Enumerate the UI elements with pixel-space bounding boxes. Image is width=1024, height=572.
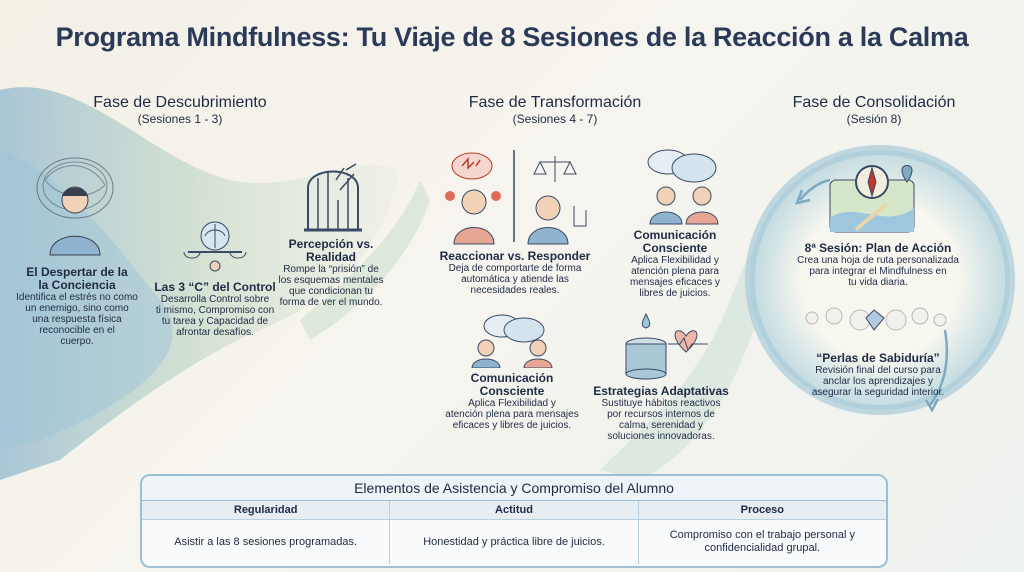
pearls-icon — [805, 307, 947, 331]
conversation-icon — [647, 149, 719, 225]
phase-consolidation-header: Fase de Consolidación (Sesión 8) — [774, 94, 974, 126]
card-text: atención plena para mensajes — [445, 409, 579, 420]
card-text: libres de juicios. — [639, 288, 711, 299]
table-title: Elementos de Asistencia y Compromiso del… — [142, 476, 886, 501]
card-text: ti mismo, Compromiso con — [155, 305, 275, 316]
card-title: 8ª Sesión: Plan de Acción — [804, 241, 952, 255]
card-text: cuerpo. — [60, 336, 94, 347]
card-text: por recursos internos de — [607, 409, 715, 420]
card-conscious-communication-top: Comunicación Consciente Aplica Flexibili… — [610, 228, 740, 300]
compass-landscape-icon — [829, 165, 915, 233]
card-text: atención plena para — [631, 266, 719, 277]
card-title: “Perlas de Sabiduría” — [816, 351, 940, 365]
card-action-plan: 8ª Sesión: Plan de Acción Crea una hoja … — [780, 241, 976, 289]
card-text: para integrar el Mindfulness en — [809, 266, 947, 277]
card-title: Realidad — [305, 250, 356, 264]
card-text: soluciones innovadoras. — [607, 431, 715, 442]
card-text: mensajes eficaces y — [629, 277, 721, 288]
card-title: Reaccionar vs. Responder — [439, 249, 591, 263]
commitment-table: Elementos de Asistencia y Compromiso del… — [140, 474, 888, 568]
card-title: El Despertar de la — [26, 265, 128, 279]
card-text: Desarrolla Control sobre — [160, 294, 270, 305]
card-text: necesidades reales. — [470, 285, 560, 296]
card-text: calma, serenidad y — [619, 420, 703, 431]
stones-heart-icon — [625, 312, 708, 380]
card-text: que condicionan tu — [289, 286, 373, 297]
card-conscious-communication-bottom: Comunicación Consciente Aplica Flexibili… — [432, 371, 592, 432]
card-awakening: El Despertar de la la Conciencia Identif… — [12, 265, 142, 348]
table-row: Asistir a las 8 sesiones programadas. Ho… — [142, 520, 886, 564]
card-perception: Percepción vs. Realidad Rompe la “prisió… — [268, 237, 394, 309]
stressed-person-icon — [36, 157, 114, 256]
card-text: tu vida diaria. — [848, 277, 908, 288]
card-title: Estrategias Adaptativas — [593, 384, 729, 398]
card-text: Aplica Flexibilidad y — [468, 398, 556, 409]
broken-cage-icon — [304, 163, 362, 232]
table-cell: Honestidad y práctica libre de juicios. — [390, 520, 639, 564]
card-text: Rompe la “prisión” de — [283, 264, 379, 275]
card-title: la Conciencia — [38, 278, 116, 292]
card-title: Las 3 “C” del Control — [154, 280, 276, 294]
brain-scale-icon — [183, 221, 247, 272]
phase-sessions: (Sesiones 1 - 3) — [137, 112, 223, 126]
card-wisdom-pearls: “Perlas de Sabiduría” Revisión final del… — [790, 351, 966, 399]
phase-discovery-header: Fase de Descubrimiento (Sesiones 1 - 3) — [80, 94, 280, 126]
table-cell: Asistir a las 8 sesiones programadas. — [142, 520, 391, 564]
card-text: los esquemas mentales — [278, 275, 384, 286]
card-text: una respuesta física — [32, 314, 122, 325]
card-text: Revisión final del curso para — [815, 365, 941, 376]
table-cell: Compromiso con el trabajo personal y con… — [669, 529, 855, 554]
card-adaptive-strategies: Estrategias Adaptativas Sustituye hábito… — [586, 384, 736, 443]
card-title: Consciente — [642, 241, 708, 255]
card-text: Deja de comportarte de forma — [448, 263, 582, 274]
phase-name: Fase de Consolidación — [792, 94, 956, 111]
card-text: reconocible en el — [39, 325, 115, 336]
card-title: Percepción vs. — [288, 237, 374, 251]
card-text: Identifica el estrés no como — [16, 292, 138, 303]
conversation-icon — [471, 314, 553, 368]
card-text: eficaces y libres de juicios. — [452, 420, 572, 431]
card-text: Aplica Flexibilidad y — [631, 255, 719, 266]
card-title: Comunicación — [633, 228, 717, 242]
card-text: Sustituye hábitos reactivos — [601, 398, 721, 409]
table-header-row: Regularidad Actitud Proceso — [142, 501, 886, 520]
phase-name: Fase de Descubrimiento — [93, 94, 267, 111]
card-react-respond: Reaccionar vs. Responder Deja de comport… — [430, 249, 600, 297]
card-text: automática y atiende las — [461, 274, 569, 285]
card-text: anclar los aprendizajes y — [822, 376, 934, 387]
react-respond-icon — [445, 150, 587, 245]
phase-name: Fase de Transformación — [468, 94, 642, 111]
phase-sessions: (Sesión 8) — [846, 112, 902, 126]
phase-transformation-header: Fase de Transformación (Sesiones 4 - 7) — [455, 94, 655, 126]
table-header: Actitud — [390, 501, 639, 520]
phase-sessions: (Sesiones 4 - 7) — [512, 112, 598, 126]
table-header: Proceso — [638, 501, 886, 520]
card-title: Comunicación — [470, 371, 554, 385]
card-text: tu tarea y Capacidad de — [161, 316, 269, 327]
table-header: Regularidad — [142, 501, 391, 520]
card-text: afrontar desafíos. — [176, 327, 254, 338]
card-text: asegurar la seguridad interior. — [811, 387, 945, 398]
card-control: Las 3 “C” del Control Desarrolla Control… — [150, 280, 280, 339]
page-title: Programa Mindfulness: Tu Viaje de 8 Sesi… — [55, 22, 969, 52]
card-text: un enemigo, sino como — [25, 303, 129, 314]
card-text: Crea una hoja de ruta personalizada — [797, 255, 959, 266]
card-title: Consciente — [479, 384, 545, 398]
card-text: forma de ver el mundo. — [279, 297, 383, 308]
